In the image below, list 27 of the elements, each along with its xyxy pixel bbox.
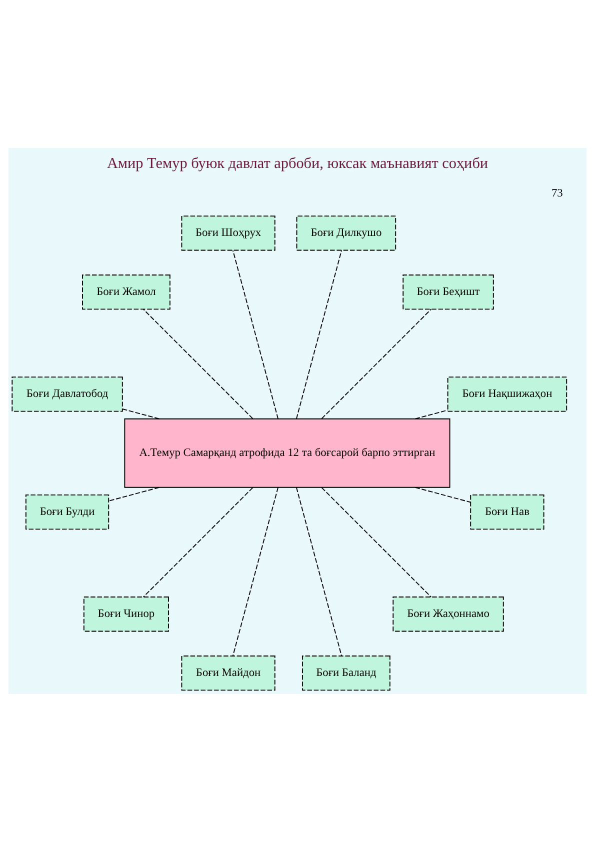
- connector: [296, 250, 342, 420]
- node-box: Боғи Жамол: [82, 274, 170, 310]
- connector: [414, 486, 471, 503]
- connector: [122, 408, 160, 420]
- connector: [321, 308, 432, 420]
- node-box: Боғи Булди: [25, 494, 110, 530]
- node-box: Боғи Чинор: [83, 596, 169, 632]
- connector: [414, 410, 448, 420]
- connector: [321, 487, 432, 598]
- connector: [232, 250, 278, 420]
- node-box: Боғи Жаҳоннамо: [392, 596, 504, 632]
- node-box: Боғи Майдон: [181, 656, 276, 691]
- node-box: Боғи Шоҳрух: [181, 216, 276, 251]
- connector: [296, 487, 342, 656]
- node-box: А.Темур Самарқанд атрофида 12 та боғсарой барпо эттирган: [124, 418, 450, 488]
- connector: [142, 308, 254, 420]
- node-box: Боғи Дилкушо: [296, 216, 396, 251]
- connector: [108, 486, 160, 502]
- connector: [142, 487, 254, 598]
- node-box: Боғи Давлатобод: [12, 376, 123, 412]
- label: 73: [551, 188, 563, 200]
- node-box: Боғи Беҳишт: [402, 274, 494, 310]
- node-box: Боғи Нақшижаҳон: [447, 376, 568, 412]
- node-box: Боғи Нав: [470, 494, 544, 530]
- diagram-title: Амир Темур буюк давлат арбоби, юксак маънавият соҳиби: [106, 154, 488, 172]
- node-box: Боғи Баланд: [302, 656, 390, 691]
- connector: [232, 487, 278, 656]
